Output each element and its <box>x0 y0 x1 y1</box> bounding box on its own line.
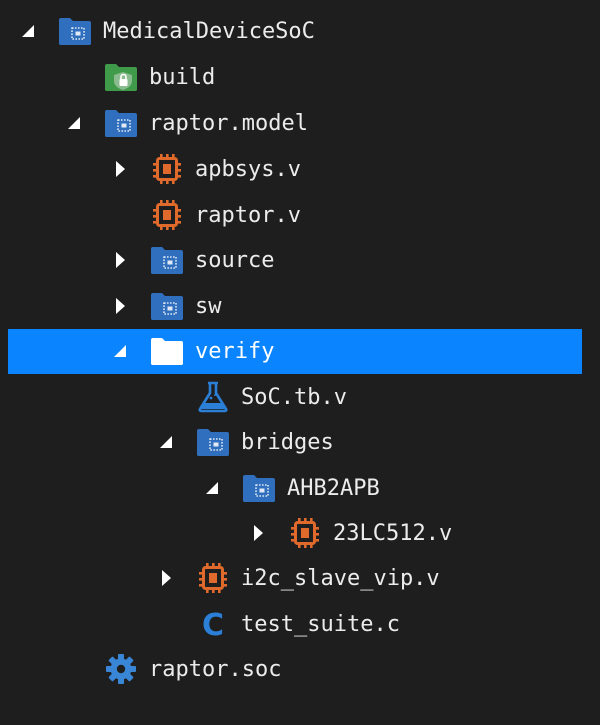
tree-item-label: source <box>195 248 275 273</box>
tree-item-label: sw <box>195 294 222 319</box>
tree-item-raptor-v[interactable]: raptor.v <box>0 193 600 238</box>
tree-item-label: bridges <box>241 430 334 455</box>
tree-item-soc-tb-v[interactable]: SoC.tb.v <box>0 375 600 420</box>
tree-item-i2c-slave-vip-v[interactable]: i2c_slave_vip.v <box>0 556 600 601</box>
folder-icon <box>104 107 138 139</box>
collapsed-chevron-icon[interactable] <box>110 159 130 179</box>
collapsed-chevron-icon[interactable] <box>110 296 130 316</box>
tree-item-label: raptor.v <box>195 203 301 228</box>
tree-item-medicaldevicesoc[interactable]: MedicalDeviceSoC <box>0 9 600 54</box>
collapsed-chevron-icon[interactable] <box>248 523 268 543</box>
c-file-icon: C <box>196 608 230 643</box>
folder-icon <box>150 335 184 367</box>
collapsed-chevron-icon[interactable] <box>110 250 130 270</box>
tree-item-label: SoC.tb.v <box>241 385 347 410</box>
tree-item-sw[interactable]: sw <box>0 284 600 329</box>
chip-icon <box>150 153 184 185</box>
folder-icon <box>150 244 184 276</box>
tree-item-label: build <box>149 65 216 90</box>
tree-item-label: test_suite.c <box>241 612 400 637</box>
folder-icon <box>242 472 276 504</box>
chip-icon <box>196 562 230 594</box>
tree-item-build[interactable]: build <box>0 55 600 100</box>
tree-item-label: apbsys.v <box>195 157 301 182</box>
folder-icon <box>196 426 230 458</box>
tree-item-apbsys-v[interactable]: apbsys.v <box>0 147 600 192</box>
tree-item-ahb2apb[interactable]: AHB2APB <box>0 466 600 511</box>
chip-icon <box>150 199 184 231</box>
expanded-chevron-icon[interactable] <box>64 113 84 133</box>
tree-item-raptor-soc[interactable]: raptor.soc <box>0 647 600 692</box>
tree-item-verify[interactable]: verify <box>0 329 600 374</box>
expanded-chevron-icon[interactable] <box>202 478 222 498</box>
tree-item-label: raptor.soc <box>149 657 282 682</box>
tree-item-raptor-model[interactable]: raptor.model <box>0 101 600 146</box>
tree-item-bridges[interactable]: bridges <box>0 420 600 465</box>
svg-text:C: C <box>202 608 224 640</box>
flask-icon <box>196 381 230 413</box>
tree-item-label: verify <box>195 339 275 364</box>
tree-item-label: AHB2APB <box>287 476 380 501</box>
expanded-chevron-icon[interactable] <box>18 21 38 41</box>
tree-item-label: 23LC512.v <box>333 521 453 546</box>
tree-item-label: raptor.model <box>149 111 308 136</box>
expanded-chevron-icon[interactable] <box>110 341 130 361</box>
gear-icon <box>104 653 138 685</box>
tree-item-test-suite-c[interactable]: C test_suite.c <box>0 602 600 647</box>
locked-folder-icon <box>104 61 138 93</box>
tree-item-source[interactable]: source <box>0 238 600 283</box>
tree-item-label: MedicalDeviceSoC <box>103 19 315 44</box>
collapsed-chevron-icon[interactable] <box>156 568 176 588</box>
folder-icon <box>58 15 92 47</box>
expanded-chevron-icon[interactable] <box>156 432 176 452</box>
tree-item-label: i2c_slave_vip.v <box>241 566 440 591</box>
folder-icon <box>150 290 184 322</box>
tree-item-23lc512-v[interactable]: 23LC512.v <box>0 511 600 556</box>
chip-icon <box>288 517 322 549</box>
